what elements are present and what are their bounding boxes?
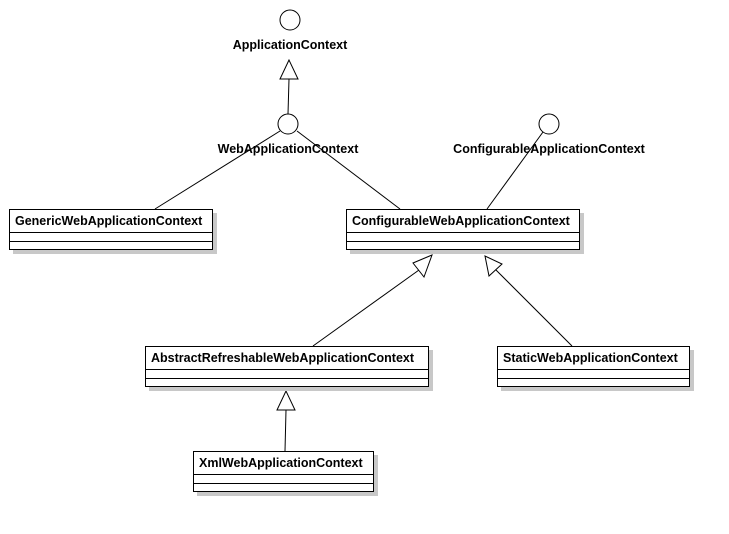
class-name: XmlWebApplicationContext [194, 452, 373, 475]
abstract-refreshable-web-application-context-class[interactable]: AbstractRefreshableWebApplicationContext [145, 346, 429, 387]
configurable-application-context-interface-icon [538, 113, 560, 135]
xml-web-application-context-class[interactable]: XmlWebApplicationContext [193, 451, 374, 492]
operations-compartment [194, 484, 373, 493]
class-name: AbstractRefreshableWebApplicationContext [146, 347, 428, 370]
application-context-interface-icon [279, 9, 301, 31]
attributes-compartment [194, 475, 373, 484]
operations-compartment [10, 242, 212, 251]
operations-compartment [347, 242, 579, 251]
class-name: StaticWebApplicationContext [498, 347, 689, 370]
xml-to-abstract-line [284, 409, 287, 452]
static-web-application-context-class[interactable]: StaticWebApplicationContext [497, 346, 690, 387]
web-application-context-interface-icon [277, 113, 299, 135]
abstract-to-configurable-web-arrowhead [412, 254, 433, 279]
attributes-compartment [10, 233, 212, 242]
web-iface-to-generic-line [154, 130, 281, 210]
abstract-to-configurable-web-line [312, 269, 420, 347]
configurable-application-context-label: ConfigurableApplicationContext [453, 142, 645, 156]
operations-compartment [498, 379, 689, 388]
configurable-web-application-context-class[interactable]: ConfigurableWebApplicationContext [346, 209, 580, 250]
web-to-app-context-line [287, 78, 290, 115]
attributes-compartment [498, 370, 689, 379]
xml-to-abstract-arrowhead [276, 389, 296, 411]
operations-compartment [146, 379, 428, 388]
attributes-compartment [146, 370, 428, 379]
web-iface-to-configurable-web-line [296, 130, 401, 210]
application-context-label: ApplicationContext [232, 38, 348, 52]
static-to-configurable-web-line [495, 269, 573, 347]
web-application-context-label: WebApplicationContext [217, 142, 359, 156]
attributes-compartment [347, 233, 579, 242]
static-to-configurable-web-arrowhead [484, 255, 503, 277]
class-name: GenericWebApplicationContext [10, 210, 212, 233]
web-to-app-context-arrowhead [279, 58, 299, 80]
class-name: ConfigurableWebApplicationContext [347, 210, 579, 233]
configurable-iface-to-configurable-web-line [486, 131, 544, 210]
generic-web-application-context-class[interactable]: GenericWebApplicationContext [9, 209, 213, 250]
